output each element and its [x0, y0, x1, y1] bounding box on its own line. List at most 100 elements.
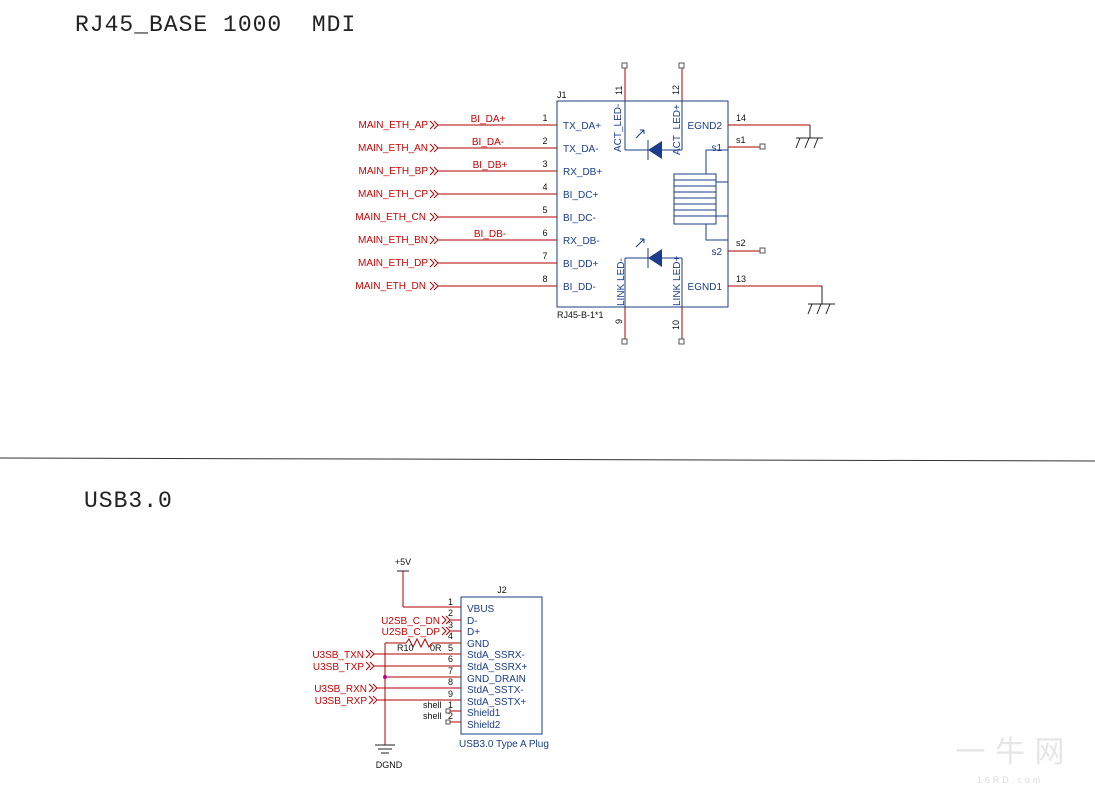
shield-pins: shell shell: [423, 700, 461, 725]
led-diode-icon: [648, 249, 662, 267]
shell-label: shell: [423, 711, 442, 721]
pin-name: StdA_SSRX+: [467, 662, 527, 673]
pin-name: StdA_SSRX-: [467, 650, 525, 661]
led-label: LINK LED-: [616, 258, 627, 306]
pin-name: GND_DRAIN: [467, 674, 526, 685]
pin-terminal: [445, 708, 451, 714]
resistor-r10: R10 0R: [385, 637, 461, 653]
net-label: MAIN_ETH_DP: [358, 258, 428, 269]
pin-terminal: [621, 62, 628, 69]
power-symbol: +5V: [395, 557, 461, 608]
led-label: ACT_LED+: [672, 104, 683, 155]
pin-terminal: [445, 719, 451, 725]
net-label: MAIN_ETH_DN: [355, 281, 426, 292]
pin-number: s2: [736, 238, 746, 248]
pin-terminal: [678, 338, 685, 345]
section-divider: [0, 457, 1095, 462]
pin-number: 5: [448, 643, 453, 653]
chassis-ground-icon: [795, 125, 823, 149]
pin-number: 2: [448, 608, 453, 618]
power-label: +5V: [395, 557, 411, 567]
net-label: MAIN_ETH_BN: [358, 235, 428, 246]
net-label: U3SB_RXN: [314, 684, 367, 695]
pin-name: EGND1: [688, 282, 723, 293]
resistor-icon: [405, 637, 433, 649]
net-arrow: [368, 695, 378, 705]
signal-label: BI_DA-: [472, 137, 504, 148]
net-label: MAIN_ETH_CP: [358, 189, 428, 200]
rj45-part: RJ45-B-1*1: [557, 310, 604, 320]
pin-number: 2: [542, 136, 547, 146]
pin-row: MAIN_ETH_DN 8 BI_DD-: [355, 274, 595, 293]
pin-row: MAIN_ETH_BP BI_DB+ 3 RX_DB+: [359, 159, 603, 178]
pin-name: D-: [467, 616, 478, 627]
net-label: U2SB_C_DP: [382, 627, 441, 638]
pin-number: 6: [542, 228, 547, 238]
pin-row: MAIN_ETH_BN BI_DB- 6 RX_DB-: [358, 228, 600, 247]
pin-number: 4: [448, 631, 453, 641]
pin-name: s1: [711, 143, 722, 154]
pin-name: StdA_SSTX+: [467, 697, 526, 708]
pin-number: 3: [542, 159, 547, 169]
pin-name: Shield1: [467, 708, 501, 719]
signal-label: BI_DA+: [471, 114, 506, 125]
rj45-left-pins: MAIN_ETH_AP BI_DA+ 1 TX_DA+ MAIN_ETH_AN …: [355, 113, 602, 293]
pin-number: 6: [448, 654, 453, 664]
pin-number: 14: [736, 113, 746, 123]
act-led: ACT_LED- ACT_LED+: [613, 101, 683, 160]
net-label: MAIN_ETH_BP: [359, 166, 429, 177]
net-arrow: [429, 258, 439, 268]
ground-label: DGND: [376, 760, 403, 770]
rj45-ref: J1: [557, 90, 567, 100]
watermark: 一 牛 网 16RD.com: [955, 735, 1064, 785]
net-label: U3SB_TXN: [312, 650, 364, 661]
pin-number: 5: [542, 205, 547, 215]
rj45-connector: J1 RJ45-B-1*1 MAIN_ETH_AP BI_DA+ 1 TX_DA…: [355, 62, 835, 345]
pin-name: BI_DD+: [563, 259, 598, 270]
pin-number: s1: [736, 135, 746, 145]
pin-number: 1: [448, 700, 453, 710]
net-arrow: [365, 661, 375, 671]
watermark-logo: 一 牛 网: [955, 735, 1064, 770]
net-arrow: [429, 166, 439, 176]
pin-name: Shield2: [467, 720, 501, 731]
rj45-jack-icon: [673, 149, 729, 241]
pin-number: 7: [542, 251, 547, 261]
pin-name: TX_DA-: [563, 144, 599, 155]
pin-name: StdA_SSTX-: [467, 685, 524, 696]
pin-name: VBUS: [467, 604, 495, 615]
net-label: MAIN_ETH_CN: [355, 212, 426, 223]
pin-number: 3: [448, 620, 453, 630]
pin-number: 8: [448, 677, 453, 687]
pin-row: MAIN_ETH_CP 4 BI_DC+: [358, 182, 598, 201]
pin-name: GND: [467, 639, 489, 650]
net-label: MAIN_ETH_AN: [358, 143, 428, 154]
pin-row: MAIN_ETH_DP 7 BI_DD+: [358, 251, 598, 270]
dgnd-symbol: DGND: [375, 643, 403, 770]
usb-part: USB3.0 Type A Plug: [459, 739, 549, 750]
pin-terminal: [759, 143, 766, 150]
net-arrow: [429, 189, 439, 199]
pin-number: 8: [542, 274, 547, 284]
signal-label: BI_DB-: [474, 229, 506, 240]
usb-pin-names: VBUS D- D+ GND StdA_SSRX- StdA_SSRX+ GND…: [467, 604, 527, 731]
net-label: U3SB_RXP: [315, 696, 368, 707]
pin-name: RX_DB+: [563, 167, 602, 178]
net-label: MAIN_ETH_AP: [359, 120, 429, 131]
pin-row: MAIN_ETH_AP BI_DA+ 1 TX_DA+: [359, 113, 602, 132]
usb-section-title: USB3.0: [84, 488, 173, 514]
net-label: U2SB_C_DN: [381, 616, 440, 627]
pin-number: 9: [614, 319, 624, 324]
net-label: U3SB_TXP: [313, 662, 364, 673]
pin-number: 12: [671, 85, 681, 95]
chassis-ground-icon: [807, 286, 835, 315]
pin-name: TX_DA+: [563, 121, 601, 132]
pin-name: BI_DC+: [563, 190, 598, 201]
pin-number: 11: [614, 86, 624, 95]
pin-number: 10: [671, 320, 681, 330]
resistor-value: 0R: [430, 643, 442, 653]
usb-body: [460, 596, 543, 735]
net-arrow: [429, 143, 439, 153]
pin-terminal: [621, 338, 628, 345]
